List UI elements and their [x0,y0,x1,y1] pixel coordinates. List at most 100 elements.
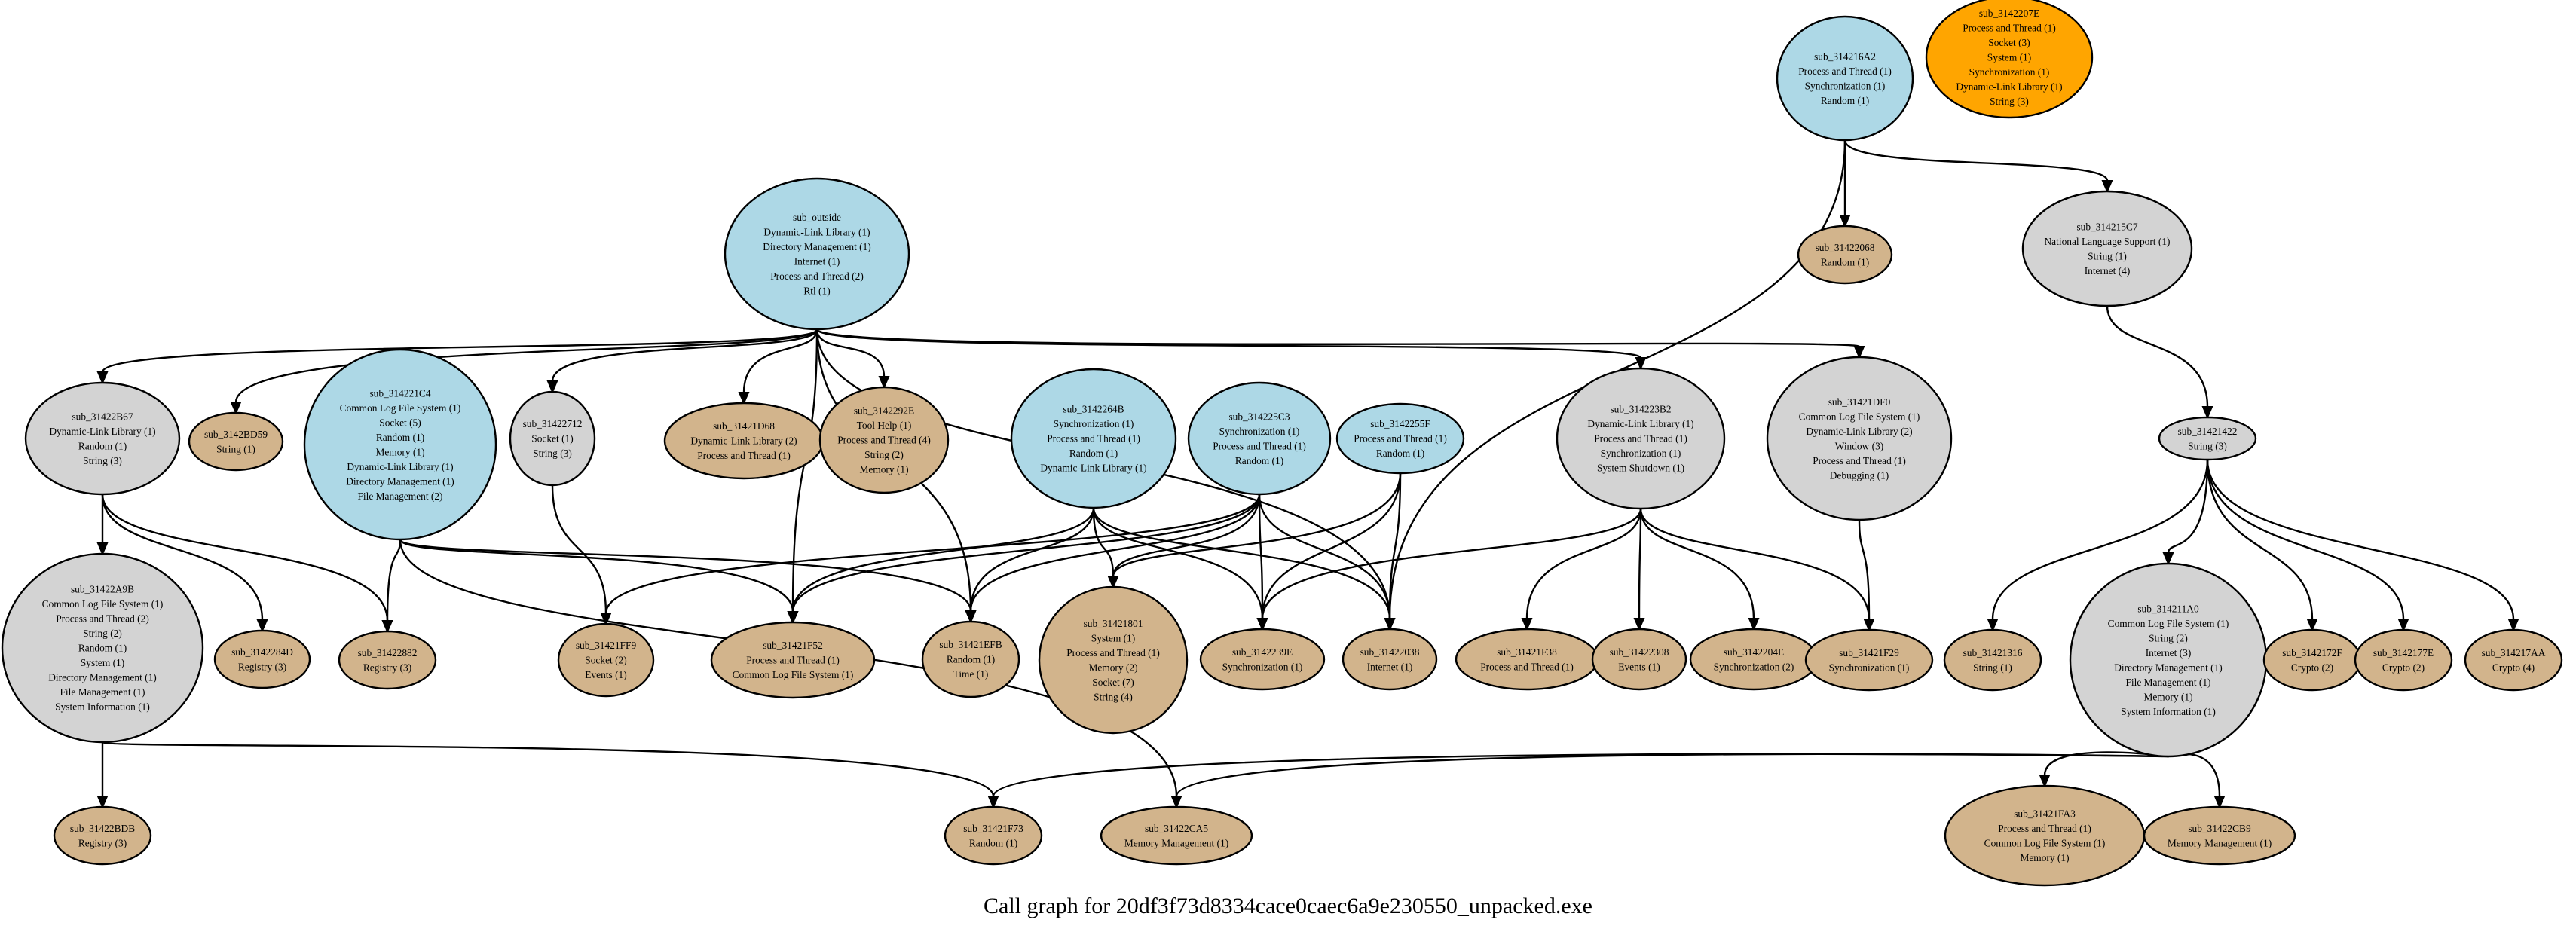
call-edge [1858,519,1875,632]
node-function-name: sub_3142207E [1979,8,2039,19]
node-api-category: Dynamic-Link Library (1) [49,426,155,437]
arrowhead-icon [878,376,890,390]
call-edge [2206,459,2318,632]
node-function-name: sub_31421801 [1084,618,1143,629]
call-edge [96,328,818,385]
call-edge [1843,139,2113,194]
node-function-name: sub_3142264B [1063,404,1124,415]
node-api-category: Socket (7) [1092,677,1134,688]
node-ellipse [509,390,596,487]
call-edge [600,494,1261,626]
node-api-category: Dynamic-Link Library (2) [1806,426,1912,437]
node-api-category: Registry (3) [238,661,286,672]
node-function-name: sub_31422712 [523,418,583,429]
node-api-category: Synchronization (1) [1054,418,1134,429]
node-function-name: sub_31422A9B [71,584,134,595]
node-api-category: Process and Thread (1) [1998,823,2091,834]
node-api-category: Crypto (2) [2382,662,2425,673]
node-api-category: Random (1) [947,654,995,665]
node-ellipse [1944,784,2146,887]
call-edge [2167,753,2226,809]
node-api-category: String (1) [2088,250,2127,261]
node-function-name: sub_31421DF0 [1828,396,1891,408]
node-api-category: Process and Thread (1) [1594,433,1687,445]
node-ellipse [1556,367,1726,510]
arrowhead-icon [381,620,393,634]
call-edge [101,741,999,809]
edge-layer [96,139,2519,809]
arrowhead-icon [1748,618,1760,631]
node-function-name: sub_31421D68 [713,420,775,432]
node-api-category: Crypto (4) [2492,662,2535,673]
node-api-category: Process and Thread (2) [770,270,864,282]
node-function-name: sub_3142204E [1724,646,1784,658]
call-edge [399,539,799,625]
node-api-category: Synchronization (1) [1969,66,2050,78]
arrowhead-icon [2201,406,2213,420]
call-edge [787,494,1261,625]
node-api-category: Crypto (2) [2291,662,2333,673]
node-ellipse [1335,402,1465,475]
node-api-category: Process and Thread (1) [1354,433,1447,445]
node-api-category: String (1) [1973,662,2012,673]
node-function-name: sub_31422CB9 [2188,823,2251,834]
node-ellipse [2262,628,2362,692]
node-api-category: String (2) [83,628,122,639]
node-api-category: Dynamic-Link Library (2) [690,435,797,447]
function-node: sub_3142177E Crypto (2) [2354,628,2453,692]
node-ellipse [1766,356,1953,521]
node-ellipse [1591,628,1687,691]
node-api-category: String (2) [864,449,904,460]
arrowhead-icon [96,542,109,556]
node-api-category: Random (1) [969,837,1017,848]
arrowhead-icon [2101,180,2113,194]
node-api-category: System (1) [81,657,124,668]
node-api-category: System (1) [1987,52,2031,63]
node-ellipse [1776,15,1914,142]
node-api-category: Registry (3) [78,837,127,848]
node-function-name: sub_3142177E [2373,647,2434,659]
node-api-category: Dynamic-Link Library (1) [347,461,453,472]
node-function-name: sub_31421FA3 [2014,808,2076,819]
node-api-category: Dynamic-Link Library (1) [1956,81,2062,93]
arrowhead-icon [2213,796,2226,809]
node-function-name: sub_31421316 [1963,647,2023,659]
node-api-category: Process and Thread (2) [56,613,149,625]
node-ellipse [2464,628,2563,692]
node-ellipse [1010,368,1177,509]
call-edge [1639,508,1760,631]
node-function-name: sub_31422068 [1816,242,1875,253]
node-api-category: System Shutdown (1) [1597,463,1684,474]
node-api-category: Random (1) [1235,455,1283,466]
node-api-category: String (3) [83,455,122,466]
node-function-name: sub_31421F73 [963,823,1023,834]
node-function-name: sub_314217AA [2482,647,2546,659]
node-api-category: Process and Thread (1) [1798,66,1892,77]
node-api-category: Random (1) [1376,448,1424,459]
node-ellipse [944,805,1043,866]
node-function-name: sub_3142239E [1232,646,1293,658]
node-api-category: String (3) [1990,96,2029,107]
node-api-category: Directory Management (1) [48,672,157,683]
call-edge [1384,472,1402,631]
arrowhead-icon [965,610,977,624]
arrowhead-icon [1384,618,1396,631]
node-api-category: Window (3) [1835,440,1884,451]
